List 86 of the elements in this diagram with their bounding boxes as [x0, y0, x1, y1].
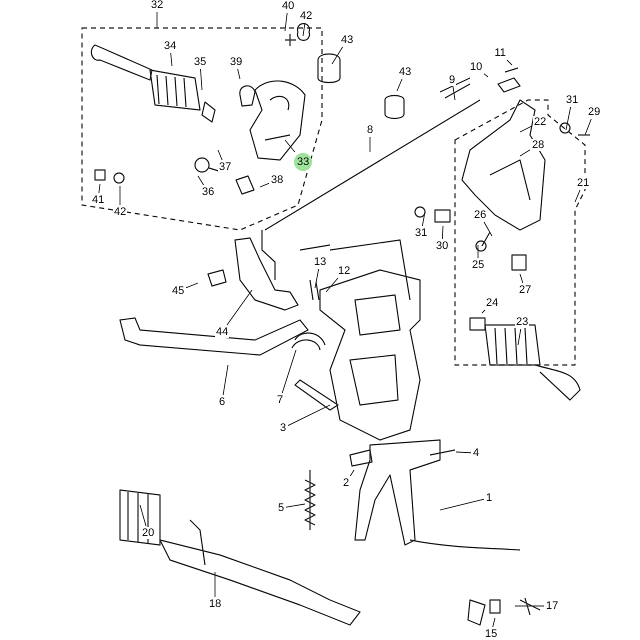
- callout-number: 29: [587, 106, 602, 118]
- leader-line: [284, 140, 296, 152]
- leader-line: [350, 470, 354, 476]
- callout-number: 31: [565, 94, 580, 106]
- leader-line: [288, 404, 330, 426]
- callout-number: 22: [533, 116, 548, 128]
- leader-line: [520, 149, 530, 156]
- callout-number: 33: [294, 153, 312, 171]
- callout-number: 41: [91, 194, 106, 206]
- leader-line: [314, 268, 320, 288]
- leader-line: [484, 73, 488, 78]
- leader-line: [170, 52, 172, 66]
- leader-line: [286, 504, 306, 508]
- callout-number: 30: [435, 240, 450, 252]
- leader-line: [282, 350, 296, 394]
- callout-number: 25: [471, 259, 486, 271]
- leader-line: [396, 78, 402, 92]
- leader-line: [566, 106, 572, 130]
- callout-number: 32: [150, 0, 164, 11]
- leader-line: [484, 222, 492, 236]
- callout-number: 43: [398, 66, 412, 78]
- leader-line: [492, 618, 496, 628]
- callout-number: 13: [313, 256, 328, 268]
- leader-line: [422, 212, 426, 226]
- leader-line: [574, 190, 580, 202]
- callout-number: 17: [545, 600, 560, 612]
- leader-line: [218, 150, 223, 160]
- leader-line: [584, 118, 592, 136]
- leader-line: [156, 12, 158, 28]
- callout-number: 38: [270, 174, 284, 186]
- callout-number: 27: [518, 284, 532, 296]
- leader-line: [302, 22, 306, 36]
- callout-number: 45: [171, 285, 186, 297]
- callout-number: 4: [472, 447, 480, 459]
- leader-line: [442, 226, 444, 240]
- callout-number: 15: [484, 628, 498, 640]
- callout-number: 37: [218, 161, 232, 173]
- callout-number: 9: [448, 74, 456, 86]
- callout-number: 35: [193, 56, 208, 68]
- callout-number: 6: [218, 396, 226, 408]
- leader-line: [518, 328, 522, 346]
- callout-number: 39: [229, 56, 244, 68]
- callout-number: 42: [299, 10, 314, 22]
- callout-number: 18: [208, 598, 222, 610]
- callout-number: 28: [531, 139, 546, 151]
- callout-number: 7: [276, 394, 284, 406]
- callout-number: 40: [281, 0, 296, 12]
- leader-line: [198, 176, 204, 186]
- leader-line: [326, 278, 338, 292]
- leader-line: [456, 452, 472, 454]
- leader-line: [452, 86, 456, 100]
- callout-number: 10: [469, 61, 484, 73]
- leader-line: [237, 68, 240, 80]
- leader-line: [200, 68, 202, 90]
- leader-line: [284, 12, 288, 32]
- callout-number: 42: [113, 206, 128, 218]
- leader-line: [226, 290, 252, 326]
- leader-line: [98, 184, 100, 194]
- leader-line: [186, 282, 198, 288]
- leader-line: [506, 60, 512, 66]
- callout-number: 2: [342, 477, 350, 489]
- leader-line: [260, 182, 270, 188]
- leader-line: [332, 46, 344, 64]
- callout-number: 43: [340, 34, 354, 46]
- callout-number: 24: [485, 297, 500, 309]
- leader-line: [482, 310, 486, 314]
- callout-number: 26: [473, 209, 488, 221]
- leader-line: [440, 498, 484, 510]
- callout-number: 23: [515, 316, 530, 328]
- leader-line: [214, 572, 216, 598]
- callout-number: 11: [494, 47, 507, 59]
- leader-line: [520, 274, 524, 284]
- callout-number: 21: [576, 177, 590, 189]
- callout-number: 31: [414, 227, 428, 239]
- leader-line: [140, 504, 146, 526]
- callout-number: 3: [279, 422, 288, 434]
- leader-line: [222, 364, 228, 396]
- callout-number: 34: [163, 40, 178, 52]
- callout-number: 8: [366, 124, 374, 136]
- callout-number: 12: [337, 265, 352, 277]
- callout-number: 36: [201, 186, 216, 198]
- callout-number: 1: [485, 492, 494, 504]
- callout-number: 5: [277, 502, 286, 514]
- callout-number: 20: [141, 527, 156, 539]
- callout-number: 44: [215, 326, 230, 338]
- leader-line: [520, 126, 532, 132]
